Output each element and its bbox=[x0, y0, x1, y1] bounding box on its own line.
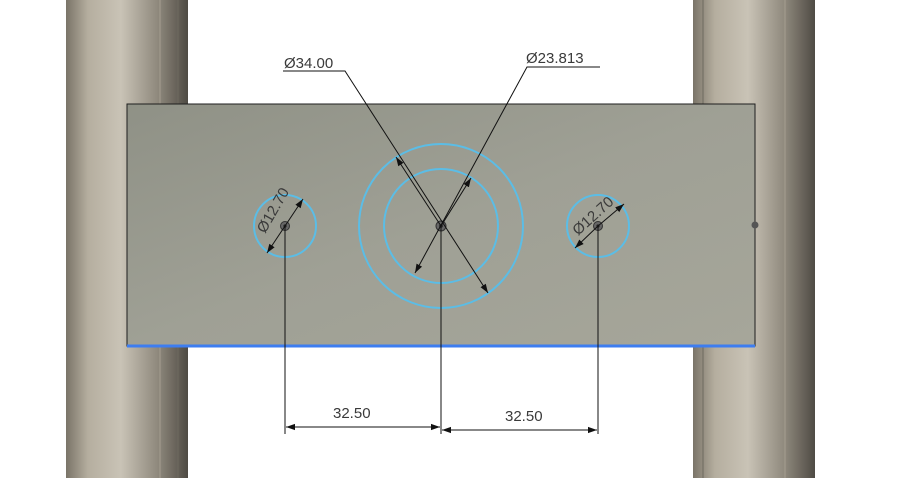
big-diameter-dimension[interactable]: Ø34.00 bbox=[283, 55, 489, 294]
left-spacing-label[interactable]: 32.50 bbox=[333, 405, 371, 422]
right-spacing-label[interactable]: 32.50 bbox=[505, 408, 543, 425]
edge-point[interactable] bbox=[751, 221, 759, 229]
left-spacing-dimension[interactable]: 32.50 bbox=[286, 405, 440, 431]
inner-diameter-dimension[interactable]: Ø23.813 bbox=[414, 50, 600, 274]
extension-lines bbox=[284, 226, 599, 434]
inner-diameter-label[interactable]: Ø23.813 bbox=[526, 50, 584, 67]
right-spacing-dimension[interactable]: 32.50 bbox=[442, 408, 597, 434]
big-diameter-label[interactable]: Ø34.00 bbox=[284, 55, 333, 72]
